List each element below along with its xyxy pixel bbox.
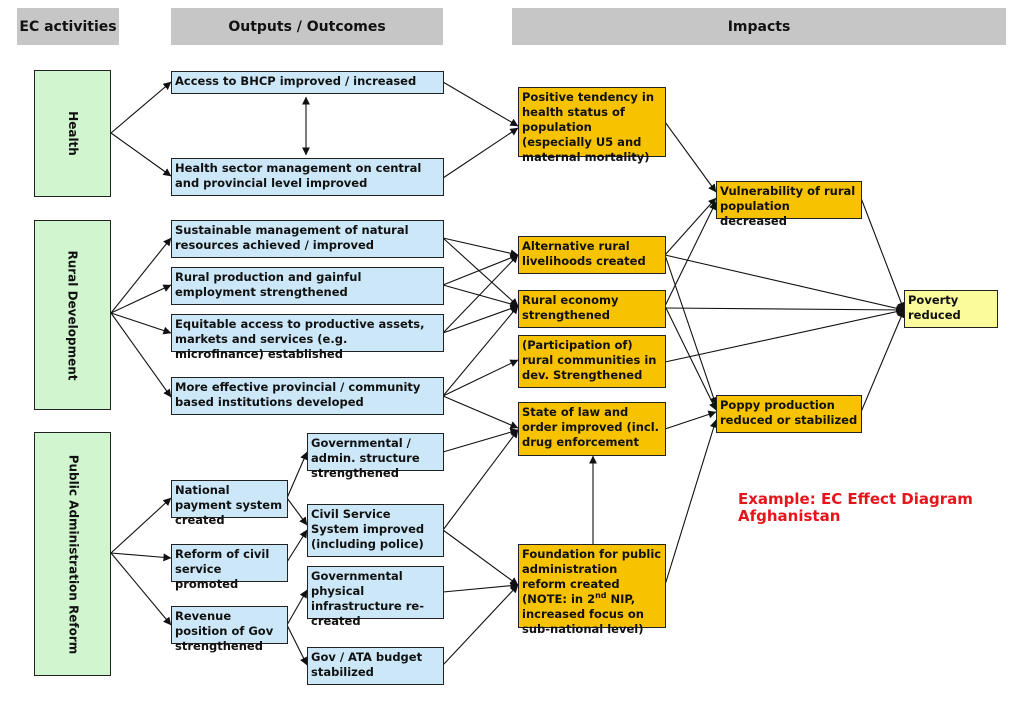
output-national-payment-system: National payment system created <box>171 480 288 527</box>
impact-health-status: Positive tendency in health status of po… <box>518 87 666 164</box>
output-civil-service-reform: Reform of civil service promoted <box>171 544 288 591</box>
activity-rural-development: Rural Development <box>34 220 111 410</box>
activity-par-label: Public Administration Reform <box>66 454 81 654</box>
impact-law-and-order: State of law and order improved (incl. d… <box>518 402 666 456</box>
activity-health: Health <box>34 70 111 197</box>
impact-admin-reform-text: Foundation for public administration ref… <box>522 547 662 606</box>
output-rural-production: Rural production and gainful employment … <box>171 267 444 305</box>
output-equitable-access: Equitable access to productive assets, m… <box>171 314 444 361</box>
impact-rural-economy: Rural economy strengthened <box>518 290 666 328</box>
output-health-sector-management: Health sector management on central and … <box>171 158 444 196</box>
example-caption-line1: Example: EC Effect Diagram <box>738 490 973 508</box>
output-bhcp-access: Access to BHCP improved / increased <box>171 71 444 94</box>
output-natural-resources: Sustainable management of natural resour… <box>171 220 444 258</box>
activity-health-label: Health <box>65 111 80 156</box>
header-outputs-outcomes: Outputs / Outcomes <box>171 8 443 45</box>
impact-admin-reform-text-cont: NIP, increased focus on sub-national lev… <box>522 592 644 636</box>
output-physical-infrastructure: Governmental physical infrastructure re-… <box>307 566 444 628</box>
activity-rural-development-label: Rural Development <box>66 249 80 381</box>
impact-alternative-livelihoods: Alternative rural livelihoods created <box>518 236 666 274</box>
output-revenue-position: Revenue position of Gov strengthened <box>171 606 288 653</box>
impact-poppy-production: Poppy production reduced or stabilized <box>716 395 862 433</box>
output-civil-service-system: Civil Service System improved (including… <box>307 504 444 557</box>
output-admin-structure: Governmental / admin. structure strength… <box>307 433 444 480</box>
impact-vulnerability: Vulnerability of rural population decrea… <box>716 181 862 228</box>
impact-admin-reform-superscript: nd <box>595 591 607 601</box>
output-ata-budget: Gov / ATA budget stabilized <box>307 647 444 685</box>
example-caption: Example: EC Effect Diagram Afghanistan <box>738 491 973 525</box>
header-impacts-label: Impacts <box>727 18 791 35</box>
impact-poverty-reduced: Poverty reduced <box>904 290 998 328</box>
activity-public-administration-reform: Public Administration Reform <box>34 432 111 676</box>
header-ec-activities: EC activities <box>17 8 119 45</box>
output-provincial-institutions: More effective provincial / community ba… <box>171 377 444 415</box>
header-ec-activities-label: EC activities <box>19 18 117 35</box>
impact-rural-participation: (Participation of) rural communities in … <box>518 335 666 388</box>
header-outputs-outcomes-label: Outputs / Outcomes <box>228 18 386 35</box>
example-caption-line2: Afghanistan <box>738 507 841 525</box>
header-impacts: Impacts <box>512 8 1006 45</box>
impact-admin-reform-foundation: Foundation for public administration ref… <box>518 544 666 636</box>
